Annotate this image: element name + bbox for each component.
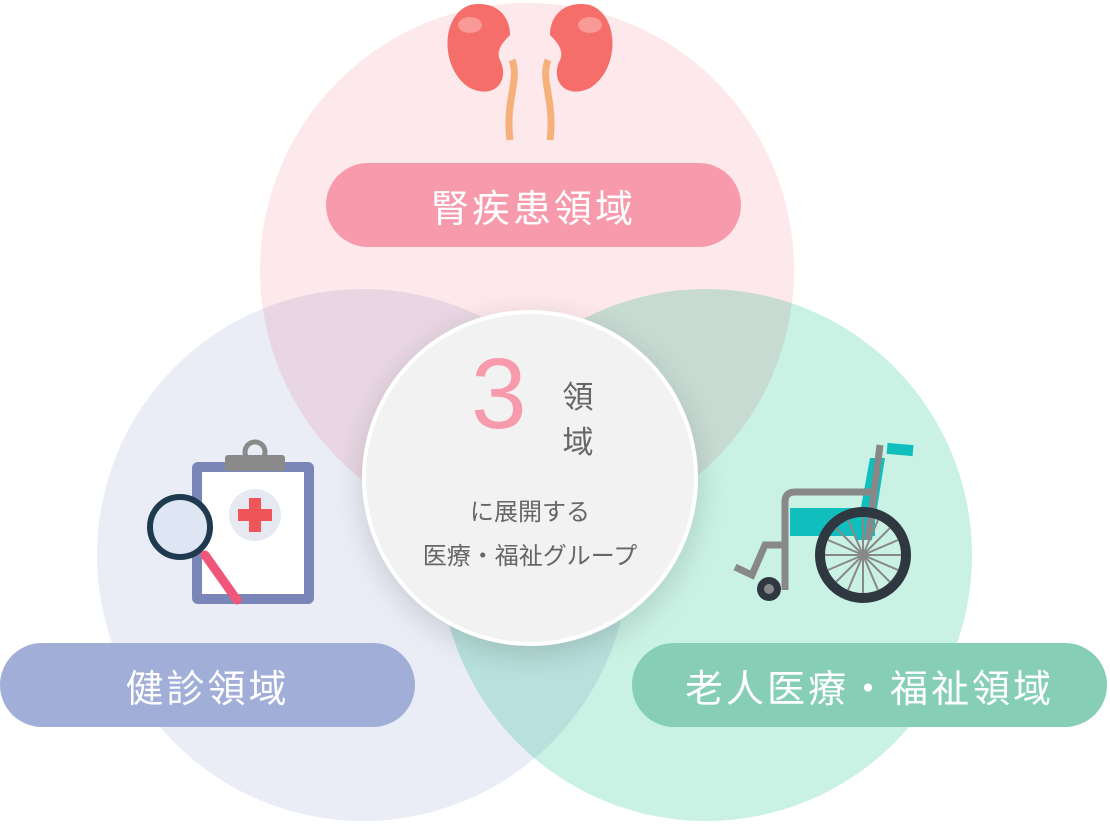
kidney-icon	[447, 4, 613, 141]
clipboard-magnifier-icon	[147, 439, 314, 605]
elderly-domain-label: 老人医療・福祉領域	[632, 643, 1107, 727]
unit-char-2: 域	[562, 425, 594, 461]
unit-char-1: 領	[562, 380, 594, 416]
domain-count-unit: 領 域	[558, 376, 598, 466]
center-summary-circle: 3 領 域 に展開する 医療・福祉グループ	[362, 310, 698, 646]
kidney-domain-label: 腎疾患領域	[326, 163, 741, 247]
domain-count: 3	[471, 338, 527, 450]
wheelchair-icon	[733, 442, 914, 603]
center-subtitle-line2: 医療・福祉グループ	[422, 542, 638, 570]
center-subtitle-line1: に展開する	[470, 498, 590, 526]
checkup-domain-label: 健診領域	[0, 643, 415, 727]
